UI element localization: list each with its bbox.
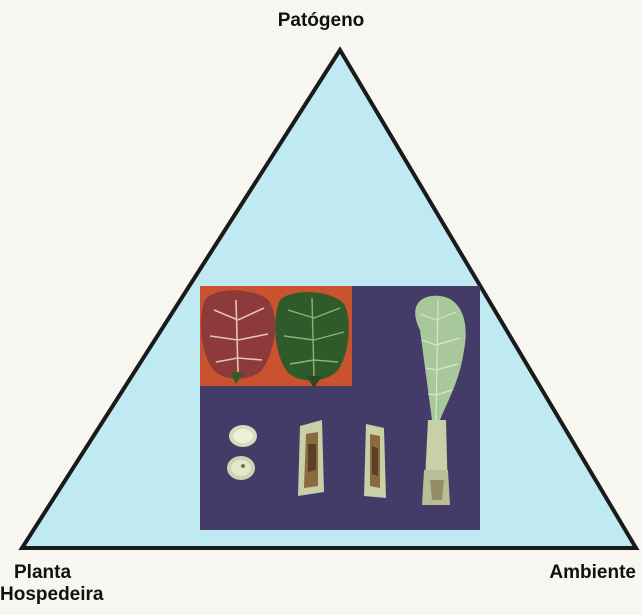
vertex-label-environment: Ambiente [549, 562, 636, 584]
vertex-label-host-plant-line2: Hospedeira [0, 584, 144, 606]
vertex-label-host-plant: Planta Hospedeira [14, 562, 144, 606]
vertex-label-host-plant-line1: Planta [14, 562, 144, 584]
vertex-label-pathogen: Patógeno [0, 10, 642, 32]
plant-disease-photo [200, 286, 480, 530]
stem-longitudinal-section-1 [298, 420, 324, 496]
stem-longitudinal-section-2 [364, 424, 386, 498]
